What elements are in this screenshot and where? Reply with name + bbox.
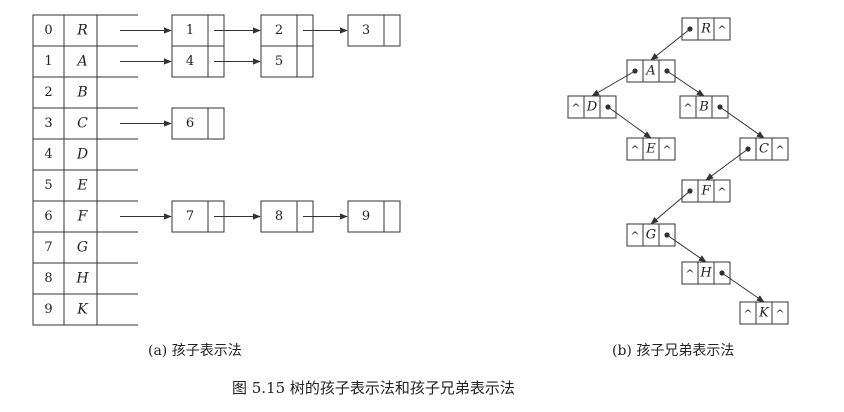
figure-caption: 图 5.15 树的孩子表示法和孩子兄弟表示法 <box>232 379 515 397</box>
link-arrow <box>721 272 765 303</box>
link-arrow <box>607 106 652 139</box>
array-label: H <box>75 271 89 287</box>
child-node-index: 8 <box>275 209 283 224</box>
array-index: 4 <box>44 147 52 162</box>
array-index: 6 <box>44 209 52 224</box>
null-pointer: ^ <box>630 144 639 157</box>
array-index: 2 <box>44 85 52 100</box>
array-label: C <box>77 116 88 132</box>
link-arrow <box>705 148 749 181</box>
binary-node-label: C <box>759 142 769 157</box>
array-index: 0 <box>44 23 52 38</box>
child-node <box>347 14 401 47</box>
child-node <box>171 107 225 140</box>
null-pointer: ^ <box>775 144 784 157</box>
null-pointer: ^ <box>743 308 752 321</box>
array-label: R <box>76 23 88 39</box>
array-row <box>32 293 98 326</box>
null-pointer: ^ <box>630 230 639 243</box>
child-node-index: 1 <box>186 23 194 38</box>
array-label: G <box>77 240 88 256</box>
binary-node-label: F <box>700 184 711 199</box>
binary-node-label: R <box>700 22 711 37</box>
array-index: 5 <box>44 178 52 193</box>
binary-node-label: G <box>646 228 656 243</box>
child-sibling-representation-diagram: R ^ A D ^ B ^ E ^ ^ C ^ F ^ G ^ H ^ K ^ ^ <box>567 17 789 325</box>
array-label: K <box>76 302 89 318</box>
null-pointer: ^ <box>683 102 692 115</box>
child-node <box>260 45 314 78</box>
link-arrow <box>650 28 691 61</box>
child-node-index: 3 <box>362 23 370 38</box>
child-node <box>347 200 401 233</box>
null-pointer: ^ <box>685 268 694 281</box>
array-index: 9 <box>44 302 52 317</box>
array-label: A <box>75 54 87 70</box>
binary-node-label: E <box>645 142 656 157</box>
link-arrow <box>666 234 707 263</box>
null-pointer: ^ <box>775 308 784 321</box>
array-row <box>32 200 98 233</box>
binary-node-label: A <box>645 64 655 79</box>
binary-node-label: K <box>758 306 770 321</box>
array-index: 1 <box>44 54 52 69</box>
child-node-index: 4 <box>186 54 194 69</box>
array-label: E <box>76 178 87 194</box>
child-node-index: 6 <box>186 116 194 131</box>
link-arrow <box>650 190 691 225</box>
binary-node-label: H <box>699 266 712 281</box>
null-pointer: ^ <box>571 102 580 115</box>
binary-node <box>681 17 731 41</box>
child-node-index: 9 <box>362 209 370 224</box>
binary-node-label: B <box>698 100 709 115</box>
array-index: 3 <box>44 116 52 131</box>
null-pointer: ^ <box>717 24 726 37</box>
child-node-index: 2 <box>275 23 283 38</box>
null-pointer: ^ <box>717 186 726 199</box>
binary-node-label: D <box>586 100 598 115</box>
array-label: F <box>77 209 89 225</box>
child-node-index: 5 <box>275 54 283 69</box>
link-arrow <box>719 106 765 139</box>
array-index: 8 <box>44 271 52 286</box>
child-node-index: 7 <box>186 209 194 224</box>
caption-a: (a) 孩子表示法 <box>148 343 242 359</box>
array-index: 7 <box>44 240 52 255</box>
null-pointer: ^ <box>662 144 671 157</box>
array-label: D <box>76 147 88 163</box>
caption-b: (b) 孩子兄弟表示法 <box>612 343 735 359</box>
link-arrow <box>591 70 636 97</box>
link-arrow <box>666 70 705 97</box>
array-label: B <box>76 85 87 101</box>
